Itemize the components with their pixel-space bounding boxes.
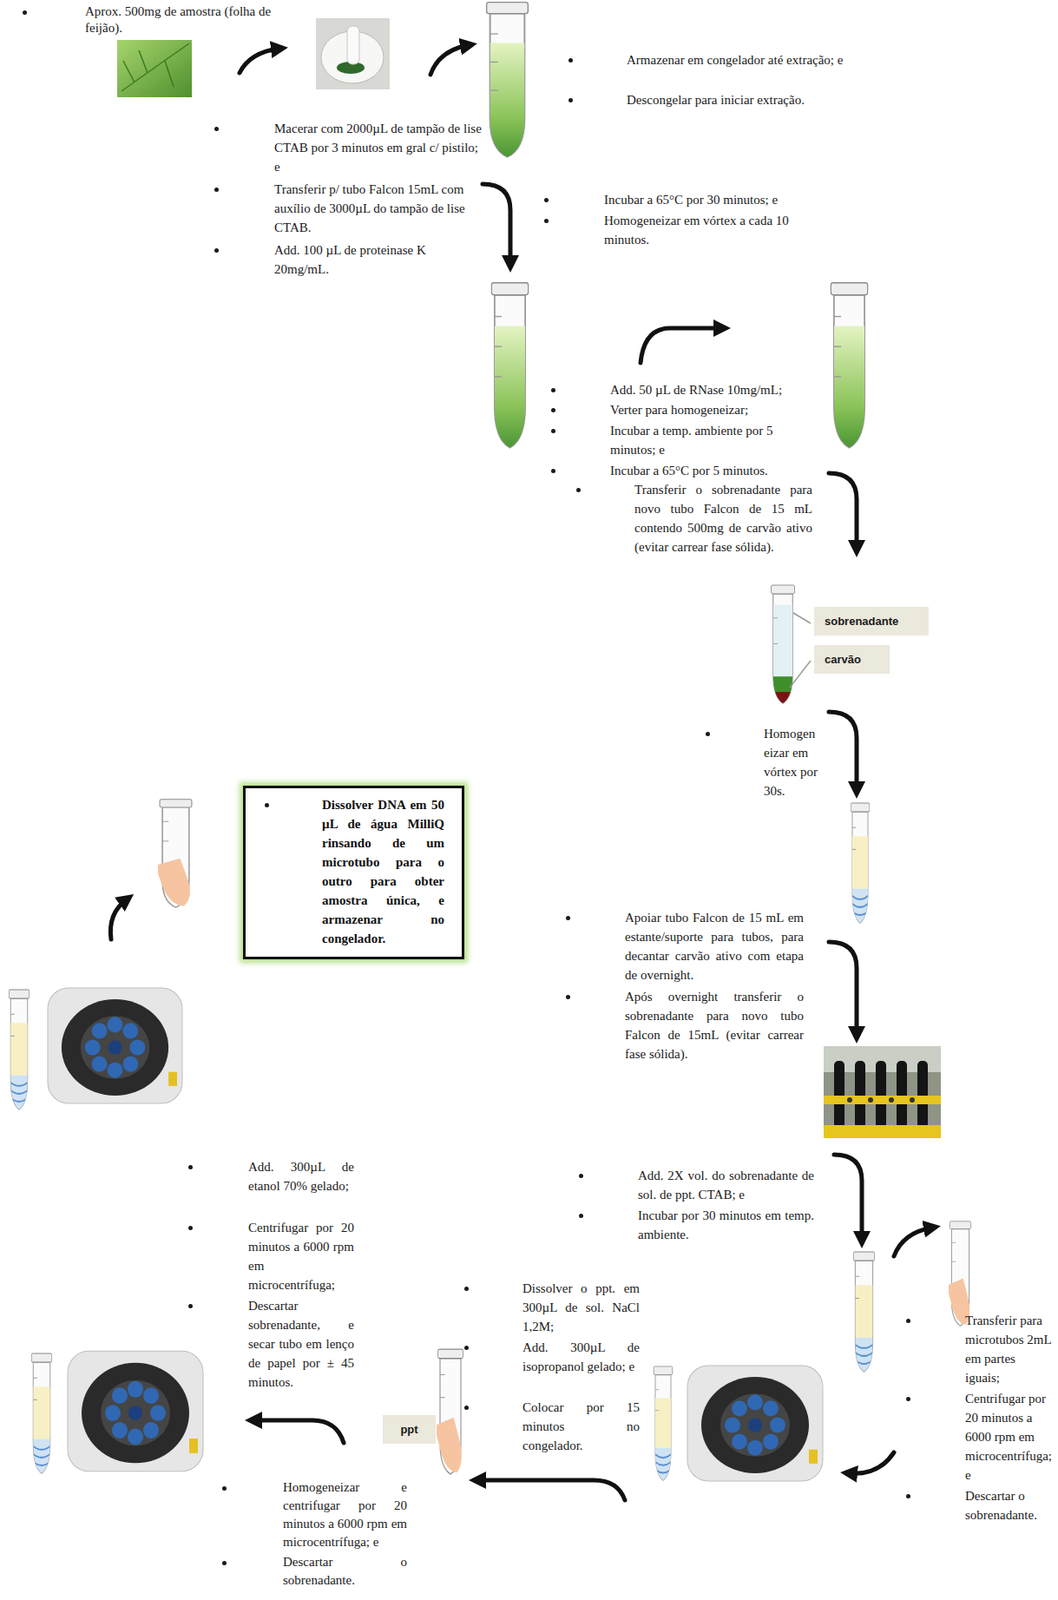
bullet xyxy=(544,197,549,203)
bullet xyxy=(214,126,219,132)
flow-arrow xyxy=(253,1419,344,1443)
tube-rack-photo xyxy=(823,1045,941,1138)
step-text: Transferir p/ tubo Falcon 15mL com auxíl… xyxy=(274,179,483,237)
step-text: Transferir para microtubos 2mL em partes… xyxy=(965,1310,1052,1387)
step-text: Aprox. 500mg de amostra (folha de feijão… xyxy=(85,3,294,37)
step-text: Descongelar para iniciar extração. xyxy=(626,90,844,110)
node-text: carvão xyxy=(824,652,861,666)
bullet xyxy=(568,98,573,103)
leader-line xyxy=(789,660,811,688)
leader-line xyxy=(793,612,811,624)
step-text: Add. 300µL de etanol 70% gelado; xyxy=(248,1156,355,1196)
bullet xyxy=(222,1560,227,1565)
step-text: Colocar por 15 minutos no congelador. xyxy=(522,1397,640,1455)
bullet xyxy=(565,994,571,999)
label-tag: sobrenadante xyxy=(814,606,929,636)
flow-arrow xyxy=(828,941,857,1035)
flow-arrow xyxy=(828,473,857,549)
step-text: Incubar por 30 minutos em temp. ambiente… xyxy=(637,1205,815,1244)
step-text: Descartar o sobrenadante. xyxy=(282,1552,408,1590)
microcentrifuge xyxy=(47,987,183,1104)
step-text: Descartar sobrenadante, e secar tubo em … xyxy=(248,1295,355,1392)
falcon-tube xyxy=(484,2,531,168)
step-text: Homogeneizar em vórtex a cada 10 minutos… xyxy=(604,210,804,250)
flow-arrow xyxy=(239,48,280,73)
flow-arrow xyxy=(893,1227,933,1256)
bullet xyxy=(551,468,556,474)
bullet xyxy=(214,248,219,253)
microtube xyxy=(30,1353,53,1479)
bullet xyxy=(214,187,219,192)
falcon-tube xyxy=(849,802,871,928)
bullet xyxy=(906,1318,911,1323)
bullet xyxy=(222,1485,227,1491)
bullet xyxy=(578,1173,584,1178)
step-text: Transferir o sobrenadante para novo tubo… xyxy=(634,479,813,557)
step-text: Homogeneizar em vórtex por 30s. xyxy=(763,723,820,801)
step-text: Descartar o sobrenadante. xyxy=(965,1485,1052,1525)
step-text: Add. 50 µL de RNase 10mg/mL; xyxy=(610,380,815,400)
bullet xyxy=(568,58,573,63)
step-text: Incubar a 65°C por 5 minutos. xyxy=(610,460,815,480)
flow-arrow xyxy=(110,899,127,940)
falcon-tube xyxy=(769,584,796,710)
leaf-photo xyxy=(117,39,192,98)
bullet xyxy=(705,731,710,736)
microcentrifuge xyxy=(687,1365,823,1481)
label-tag: ppt xyxy=(382,1414,436,1444)
bullet xyxy=(544,218,549,224)
bullet xyxy=(551,387,556,393)
node-text: sobrenadante xyxy=(824,614,899,628)
flow-arrow xyxy=(640,328,723,363)
bullet xyxy=(464,1405,469,1410)
step-text: Dissolver o ppt. em 300µL de sol. NaCl 1… xyxy=(522,1278,640,1336)
bullet xyxy=(906,1493,911,1499)
node-text: ppt xyxy=(400,1422,418,1436)
label-tag: carvão xyxy=(814,644,890,674)
step-text: Incubar a 65°C por 30 minutos; e xyxy=(604,190,804,210)
bullet xyxy=(264,802,270,808)
step-text: Add. 300µL de isopropanol gelado; e xyxy=(522,1337,640,1376)
step-text: Macerar com 2000µL de tampão de lise CTA… xyxy=(274,118,483,177)
flow-arrow xyxy=(834,1154,862,1240)
bullet xyxy=(464,1345,469,1350)
mortar-photo xyxy=(315,18,390,90)
falcon-tube xyxy=(852,1251,876,1377)
bullet xyxy=(565,915,571,920)
bullet xyxy=(551,407,556,413)
step-text: Verter para homogeneizar; xyxy=(610,400,815,420)
microtube xyxy=(151,799,222,920)
step-text: Após overnight transferir o sobrenadante… xyxy=(624,986,804,1064)
falcon-tube xyxy=(489,282,531,459)
step-text: Incubar a temp. ambiente por 5 minutos; … xyxy=(610,420,815,460)
flow-arrow xyxy=(848,1452,894,1473)
flow-arrow xyxy=(430,45,469,75)
node-text: Dissolver DNA em 50 µL de água MilliQ ri… xyxy=(322,795,445,948)
microtube xyxy=(652,1366,674,1486)
bullet xyxy=(464,1286,469,1291)
microtube xyxy=(7,989,31,1115)
microtube xyxy=(430,1348,486,1488)
flow-arrow xyxy=(828,711,857,790)
bullet xyxy=(188,1225,193,1230)
step-text: Centrifugar por 20 minutos a 6000 rpm em… xyxy=(248,1217,355,1295)
step-text: Apoiar tubo Falcon de 15 mL em estante/s… xyxy=(624,907,804,985)
step-text: Armazenar em congelador até extração; e xyxy=(626,50,844,70)
step-text: Add. 100 µL de proteinase K 20mg/mL. xyxy=(274,240,483,279)
microcentrifuge xyxy=(67,1350,204,1472)
step-text: Add. 2X vol. do sobrenadante de sol. de … xyxy=(637,1165,815,1204)
bullet xyxy=(576,487,581,493)
step-text: Homogeneizar e centrifugar por 20 minuto… xyxy=(282,1478,408,1551)
falcon-tube xyxy=(828,282,870,459)
bullet xyxy=(188,1303,193,1308)
bullet xyxy=(906,1396,911,1401)
flow-arrow xyxy=(482,184,511,264)
note-box: Dissolver DNA em 50 µL de água MilliQ ri… xyxy=(243,785,465,960)
bullet xyxy=(22,10,27,15)
flow-arrow xyxy=(477,1479,625,1500)
bullet xyxy=(578,1213,584,1218)
bullet xyxy=(551,428,556,434)
step-text: Centrifugar por 20 minutos a 6000 rpm em… xyxy=(965,1388,1052,1485)
bullet xyxy=(188,1164,193,1170)
